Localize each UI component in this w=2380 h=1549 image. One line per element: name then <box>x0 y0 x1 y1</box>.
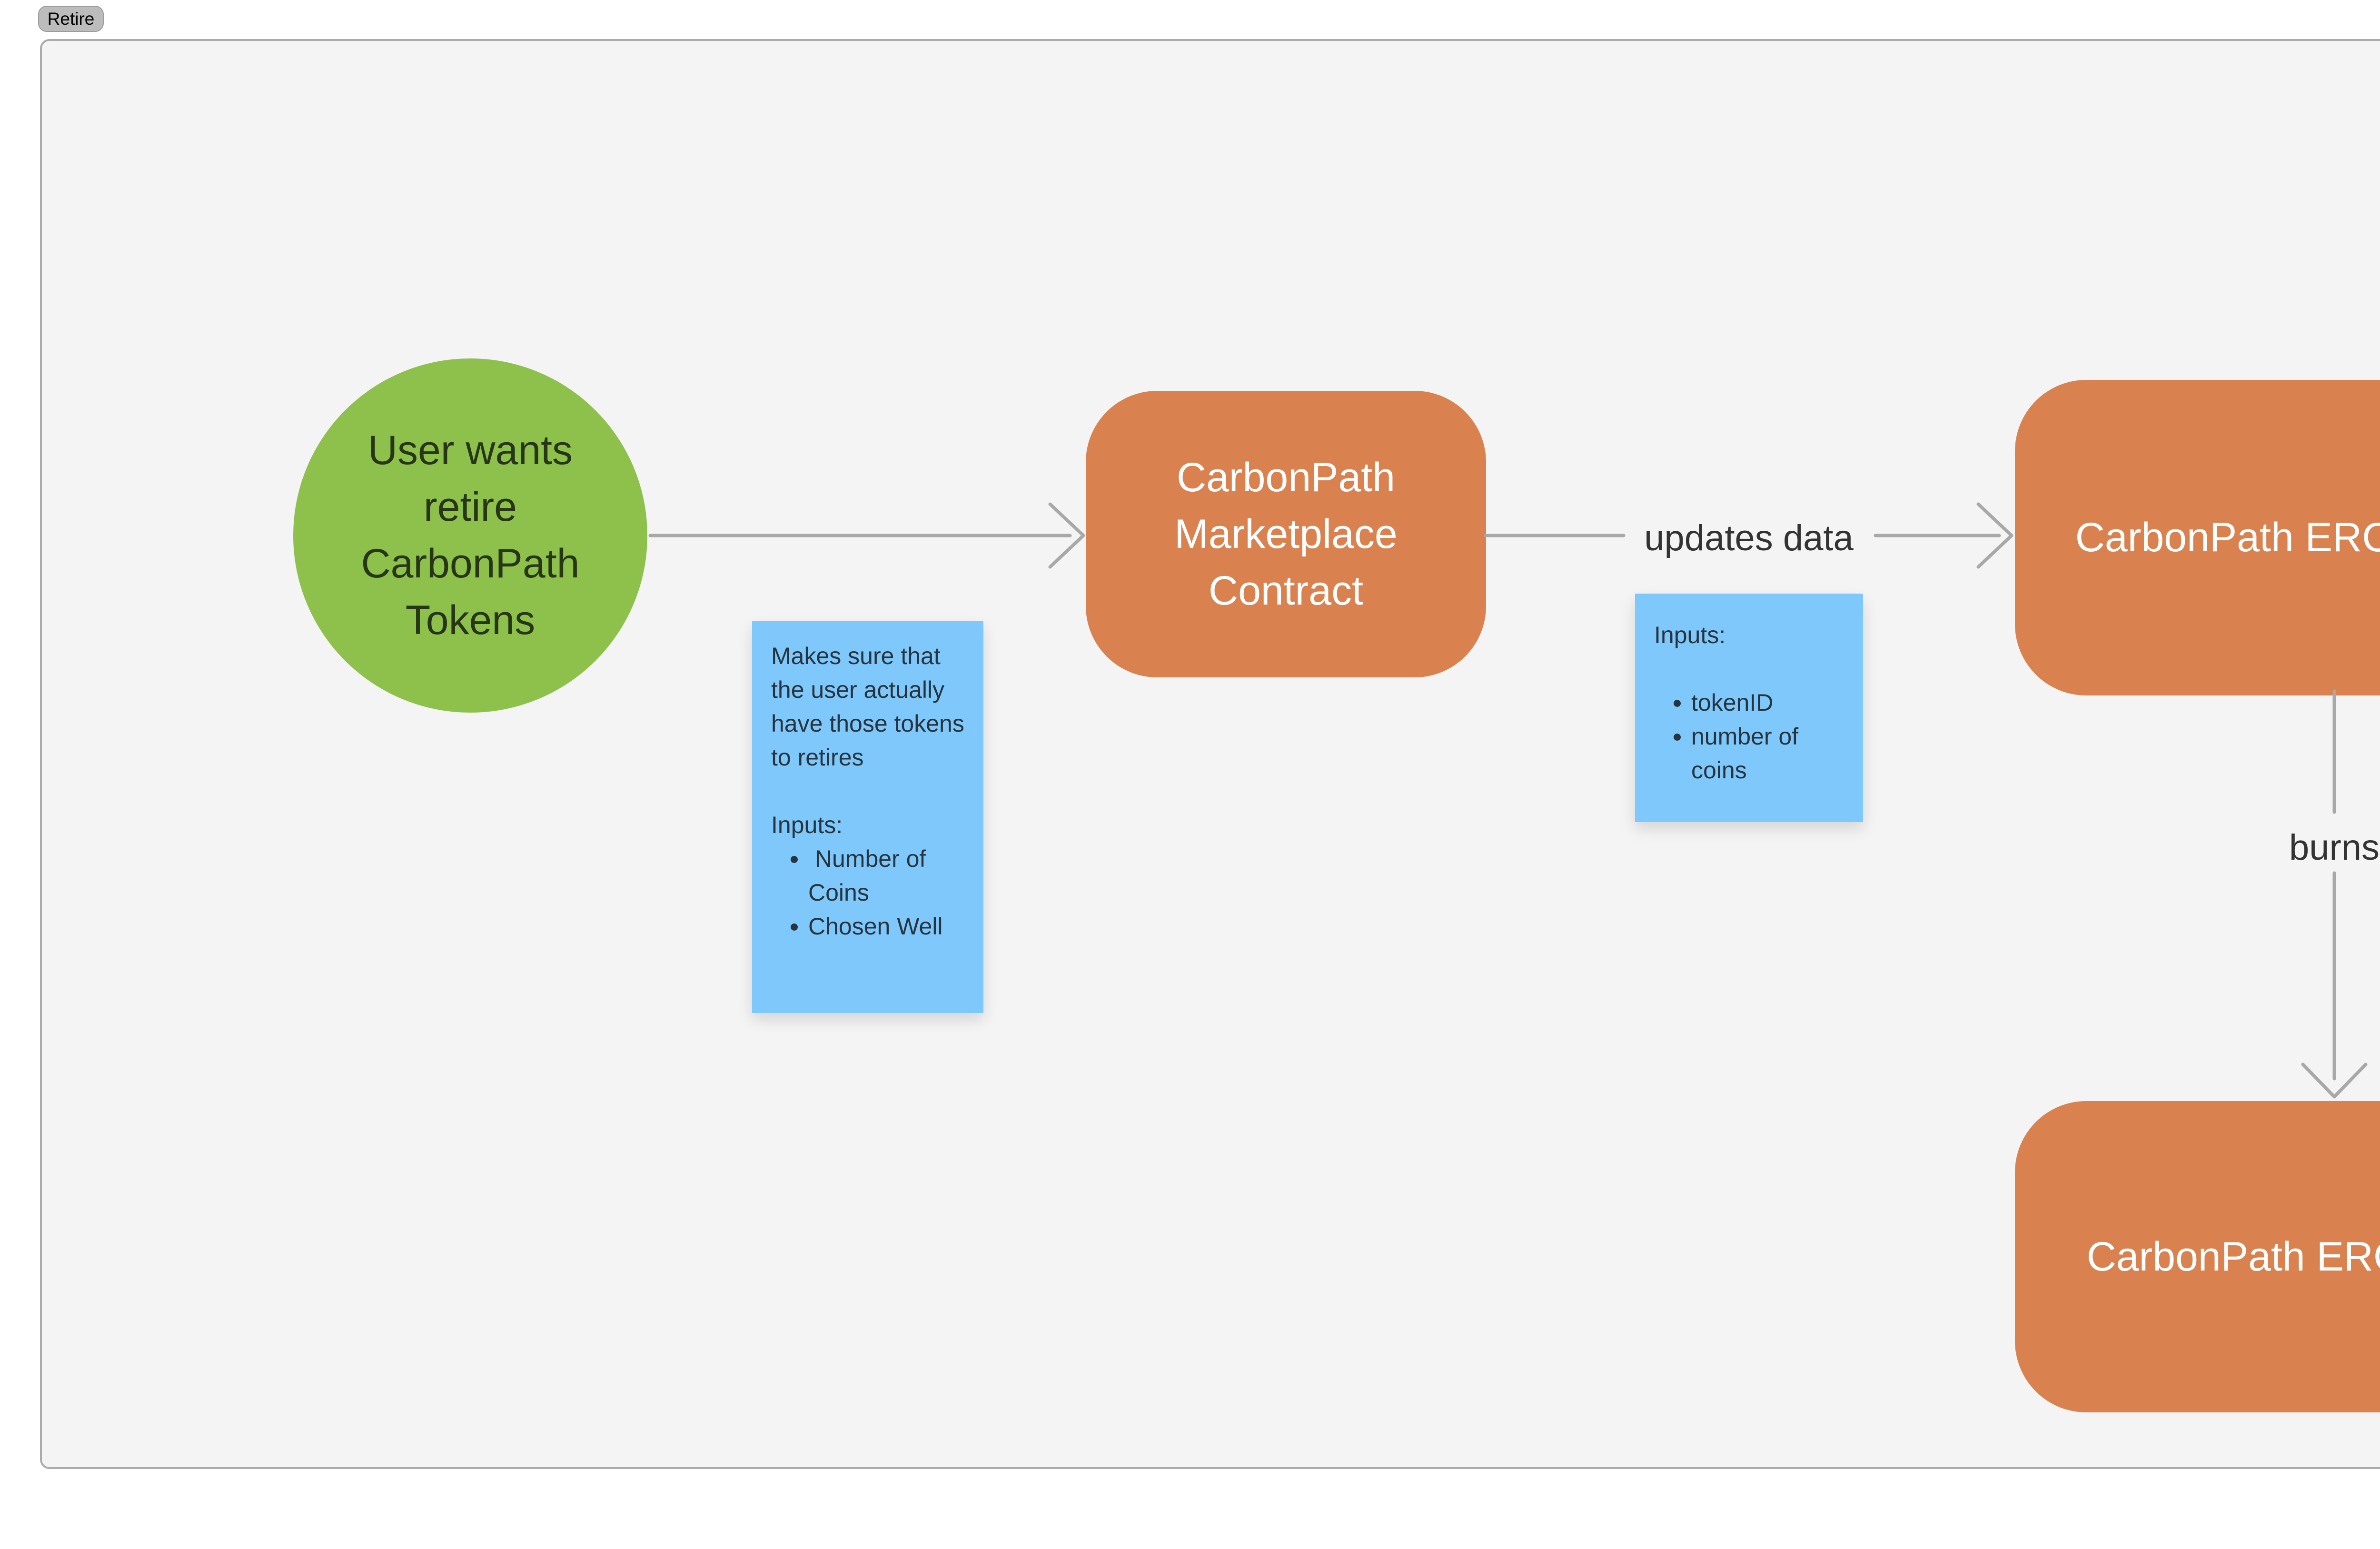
list-item: Chosen Well <box>808 910 964 943</box>
connector-label-updates-data[interactable]: updates data <box>1644 518 1854 558</box>
sticky-note-marketplace-inputs-list: Number of Coins Chosen Well <box>771 842 964 943</box>
sticky-note-marketplace-checks[interactable]: Makes sure that the user actually have t… <box>752 621 983 1013</box>
sticky-note-updates-inputs-list: tokenID number of coins <box>1654 686 1844 787</box>
sticky-note-blank-line <box>771 774 964 808</box>
node-erc721-token[interactable]: CarbonPath ERC-721 Token <box>2015 380 2380 695</box>
sticky-note-marketplace-body: Makes sure that the user actually have t… <box>771 643 964 771</box>
node-user-wants-retire[interactable]: User wants retire CarbonPath Tokens <box>293 358 647 713</box>
node-user-wants-retire-label: User wants retire CarbonPath Tokens <box>361 427 580 643</box>
retire-button[interactable]: Retire <box>38 6 104 32</box>
sticky-note-updates-inputs[interactable]: Inputs: tokenID number of coins <box>1635 594 1863 822</box>
list-item: number of coins <box>1691 720 1844 787</box>
sticky-note-blank-line <box>1654 652 1844 686</box>
connector-erc721-to-erc20[interactable] <box>2301 689 2368 1099</box>
node-marketplace-contract-label: CarbonPath Marketplace Contract <box>1174 454 1398 614</box>
list-item: tokenID <box>1691 686 1844 720</box>
sticky-note-marketplace-inputs-heading: Inputs: <box>771 812 843 838</box>
whiteboard-canvas: User wants retire CarbonPath Tokens Carb… <box>40 39 2380 1469</box>
node-erc20-token[interactable]: CarbonPath ERC-20 Token <box>2015 1101 2380 1412</box>
node-erc20-token-label: CarbonPath ERC-20 Token <box>2086 1233 2380 1280</box>
sticky-note-updates-inputs-heading: Inputs: <box>1654 622 1726 648</box>
node-erc721-token-label: CarbonPath ERC-721 Token <box>2075 515 2380 560</box>
connector-label-burns[interactable]: burns <box>2289 827 2380 868</box>
node-marketplace-contract[interactable]: CarbonPath Marketplace Contract <box>1086 391 1486 677</box>
connector-user-to-marketplace[interactable] <box>648 502 1085 569</box>
list-item: Number of Coins <box>808 842 964 910</box>
